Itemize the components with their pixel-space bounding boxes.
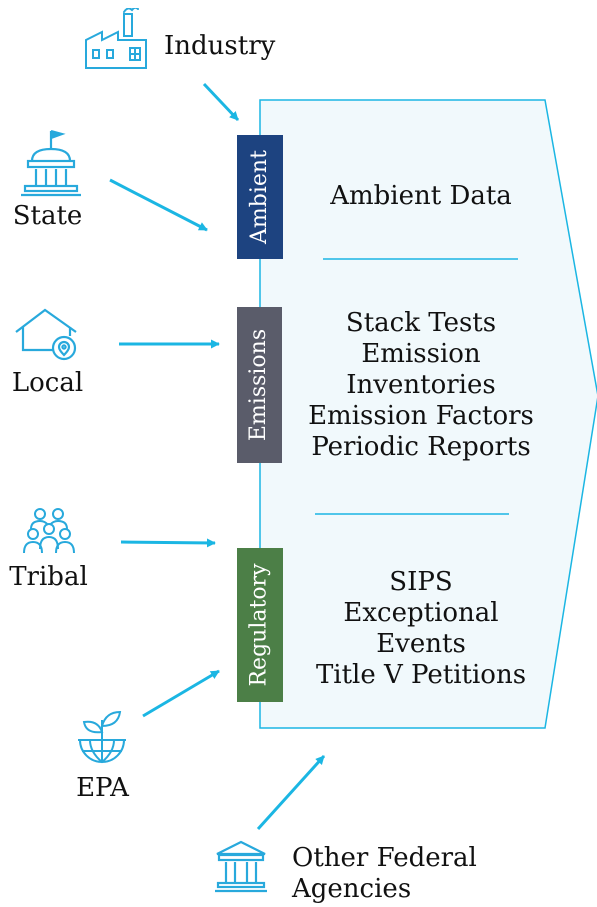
regulatory-item: Title V Petitions — [315, 660, 527, 690]
people-group-icon — [23, 508, 75, 554]
tag-ambient: Ambient — [237, 135, 283, 259]
source-label-other-federal: Other Federal Agencies — [292, 843, 477, 905]
emissions-item: Emission — [361, 339, 481, 369]
house-location-icon — [15, 308, 77, 361]
tag-ambient-label: Ambient — [247, 150, 272, 244]
regulatory-item: SIPS — [389, 567, 453, 597]
source-label-epa: EPA — [76, 773, 129, 803]
regulatory-items: SIPS Exceptional Events Title V Petition… — [300, 567, 542, 691]
source-label-tribal: Tribal — [9, 562, 88, 592]
other-federal-line-2: Agencies — [292, 874, 412, 904]
factory-icon — [85, 8, 147, 69]
source-label-state: State — [12, 201, 83, 231]
plant-globe-icon — [78, 710, 126, 764]
tag-emissions-label: Emissions — [246, 328, 272, 442]
regulatory-item: Events — [376, 629, 466, 659]
source-label-industry: Industry — [164, 31, 276, 61]
tag-emissions: Emissions — [237, 307, 282, 463]
capitol-building-icon — [21, 129, 81, 197]
other-federal-line-1: Other Federal — [292, 843, 477, 873]
ambient-item: Ambient Data — [330, 181, 512, 211]
emissions-items: Stack Tests Emission Inventories Emissio… — [300, 308, 542, 463]
source-label-local: Local — [11, 368, 84, 398]
emissions-item: Emission Factors — [308, 401, 534, 431]
tag-regulatory: Regulatory — [237, 548, 283, 702]
arrow-epa — [142, 669, 220, 718]
arrow-other-federal — [256, 754, 326, 831]
ambient-items: Ambient Data — [300, 181, 542, 212]
arrow-state — [109, 178, 208, 232]
arrow-tribal — [120, 538, 216, 548]
tag-regulatory-label: Regulatory — [247, 563, 272, 687]
government-building-icon — [215, 840, 267, 893]
emissions-item: Periodic Reports — [311, 432, 531, 462]
emissions-item: Stack Tests — [345, 308, 497, 338]
emissions-item: Inventories — [346, 370, 496, 400]
arrow-industry — [202, 82, 240, 122]
regulatory-item: Exceptional — [343, 598, 499, 628]
